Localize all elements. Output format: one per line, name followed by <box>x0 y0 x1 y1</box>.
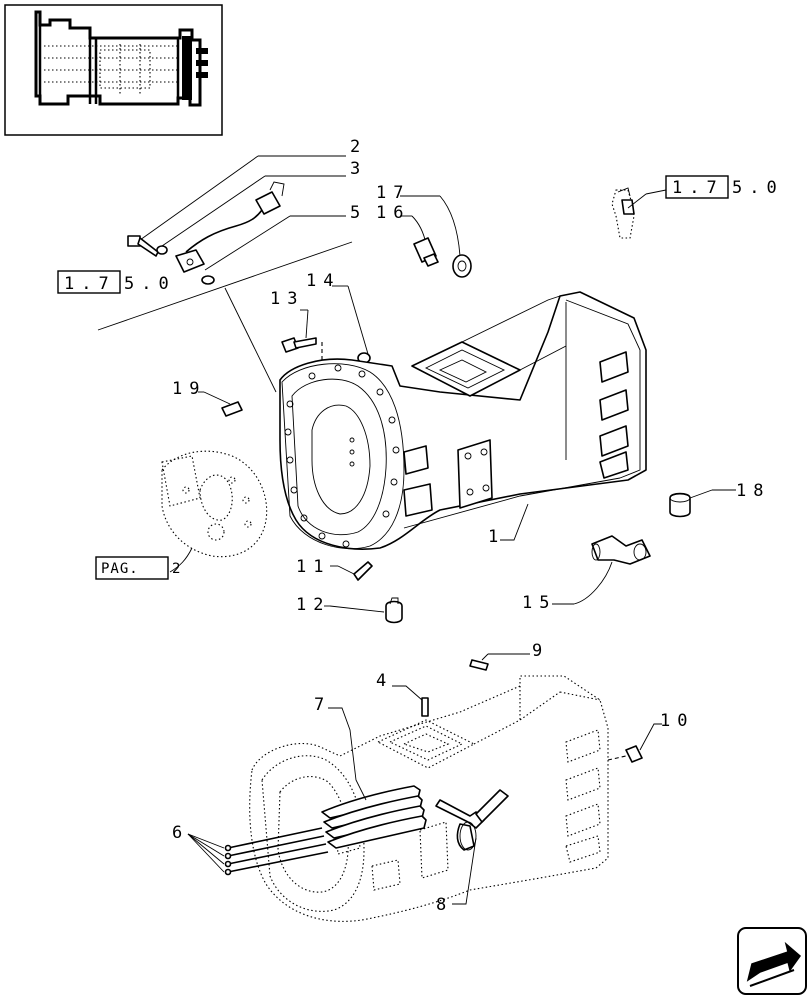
split-pin-and-cap <box>324 561 403 624</box>
callout-4: 4 <box>376 671 393 691</box>
reference-left-boxed-label: 1.7 <box>64 274 116 294</box>
callout-18: 18 <box>736 481 770 501</box>
bolt-and-nut <box>281 285 371 372</box>
callout-14: 14 <box>306 271 340 291</box>
callout-6: 6 <box>172 823 189 843</box>
reference-right-boxed-label: 1.7 <box>672 178 724 198</box>
callout-5: 5 <box>350 203 367 223</box>
dowel-pin <box>198 391 243 417</box>
page-reference-tail-label: 2 <box>172 561 181 577</box>
callout-7: 7 <box>314 695 331 715</box>
cap-18 <box>669 489 736 518</box>
reference-right-tail-label: 5.0 <box>732 178 784 198</box>
callout-19: 19 <box>172 379 206 399</box>
callout-1-leader <box>500 503 529 541</box>
callout-12: 12 <box>296 595 330 615</box>
reference-left-tail-label: 5.0 <box>124 274 176 294</box>
callout-labels: 2 3 5 17 16 14 13 19 18 1 11 12 15 9 4 7… <box>172 137 770 915</box>
plug-and-washer <box>400 195 472 278</box>
callout-2: 2 <box>350 137 367 157</box>
callout-8: 8 <box>436 895 453 915</box>
callout-17: 17 <box>376 183 410 203</box>
callout-1: 1 <box>488 527 505 547</box>
callout-13: 13 <box>270 289 304 309</box>
lower-housing-assembly <box>187 653 662 922</box>
reference-link-left[interactable]: 1.7 5.0 <box>57 270 176 294</box>
mounting-plate: PAG. 2 <box>95 450 268 580</box>
callout-15: 15 <box>522 593 556 613</box>
thumbnail-icon[interactable] <box>4 4 223 136</box>
callout-9: 9 <box>532 641 549 661</box>
wiring-harness-group <box>97 155 353 393</box>
elbow-fitting <box>552 535 651 605</box>
callout-10: 10 <box>660 711 694 731</box>
next-page-arrow-icon[interactable] <box>737 927 807 995</box>
sensor-reference[interactable]: 1.7 5.0 <box>611 175 784 239</box>
callout-11: 11 <box>296 557 330 577</box>
callout-16: 16 <box>376 203 410 223</box>
page-reference-boxed-label: PAG. <box>101 561 139 577</box>
transmission-housing <box>279 291 647 550</box>
callout-3: 3 <box>350 159 367 179</box>
